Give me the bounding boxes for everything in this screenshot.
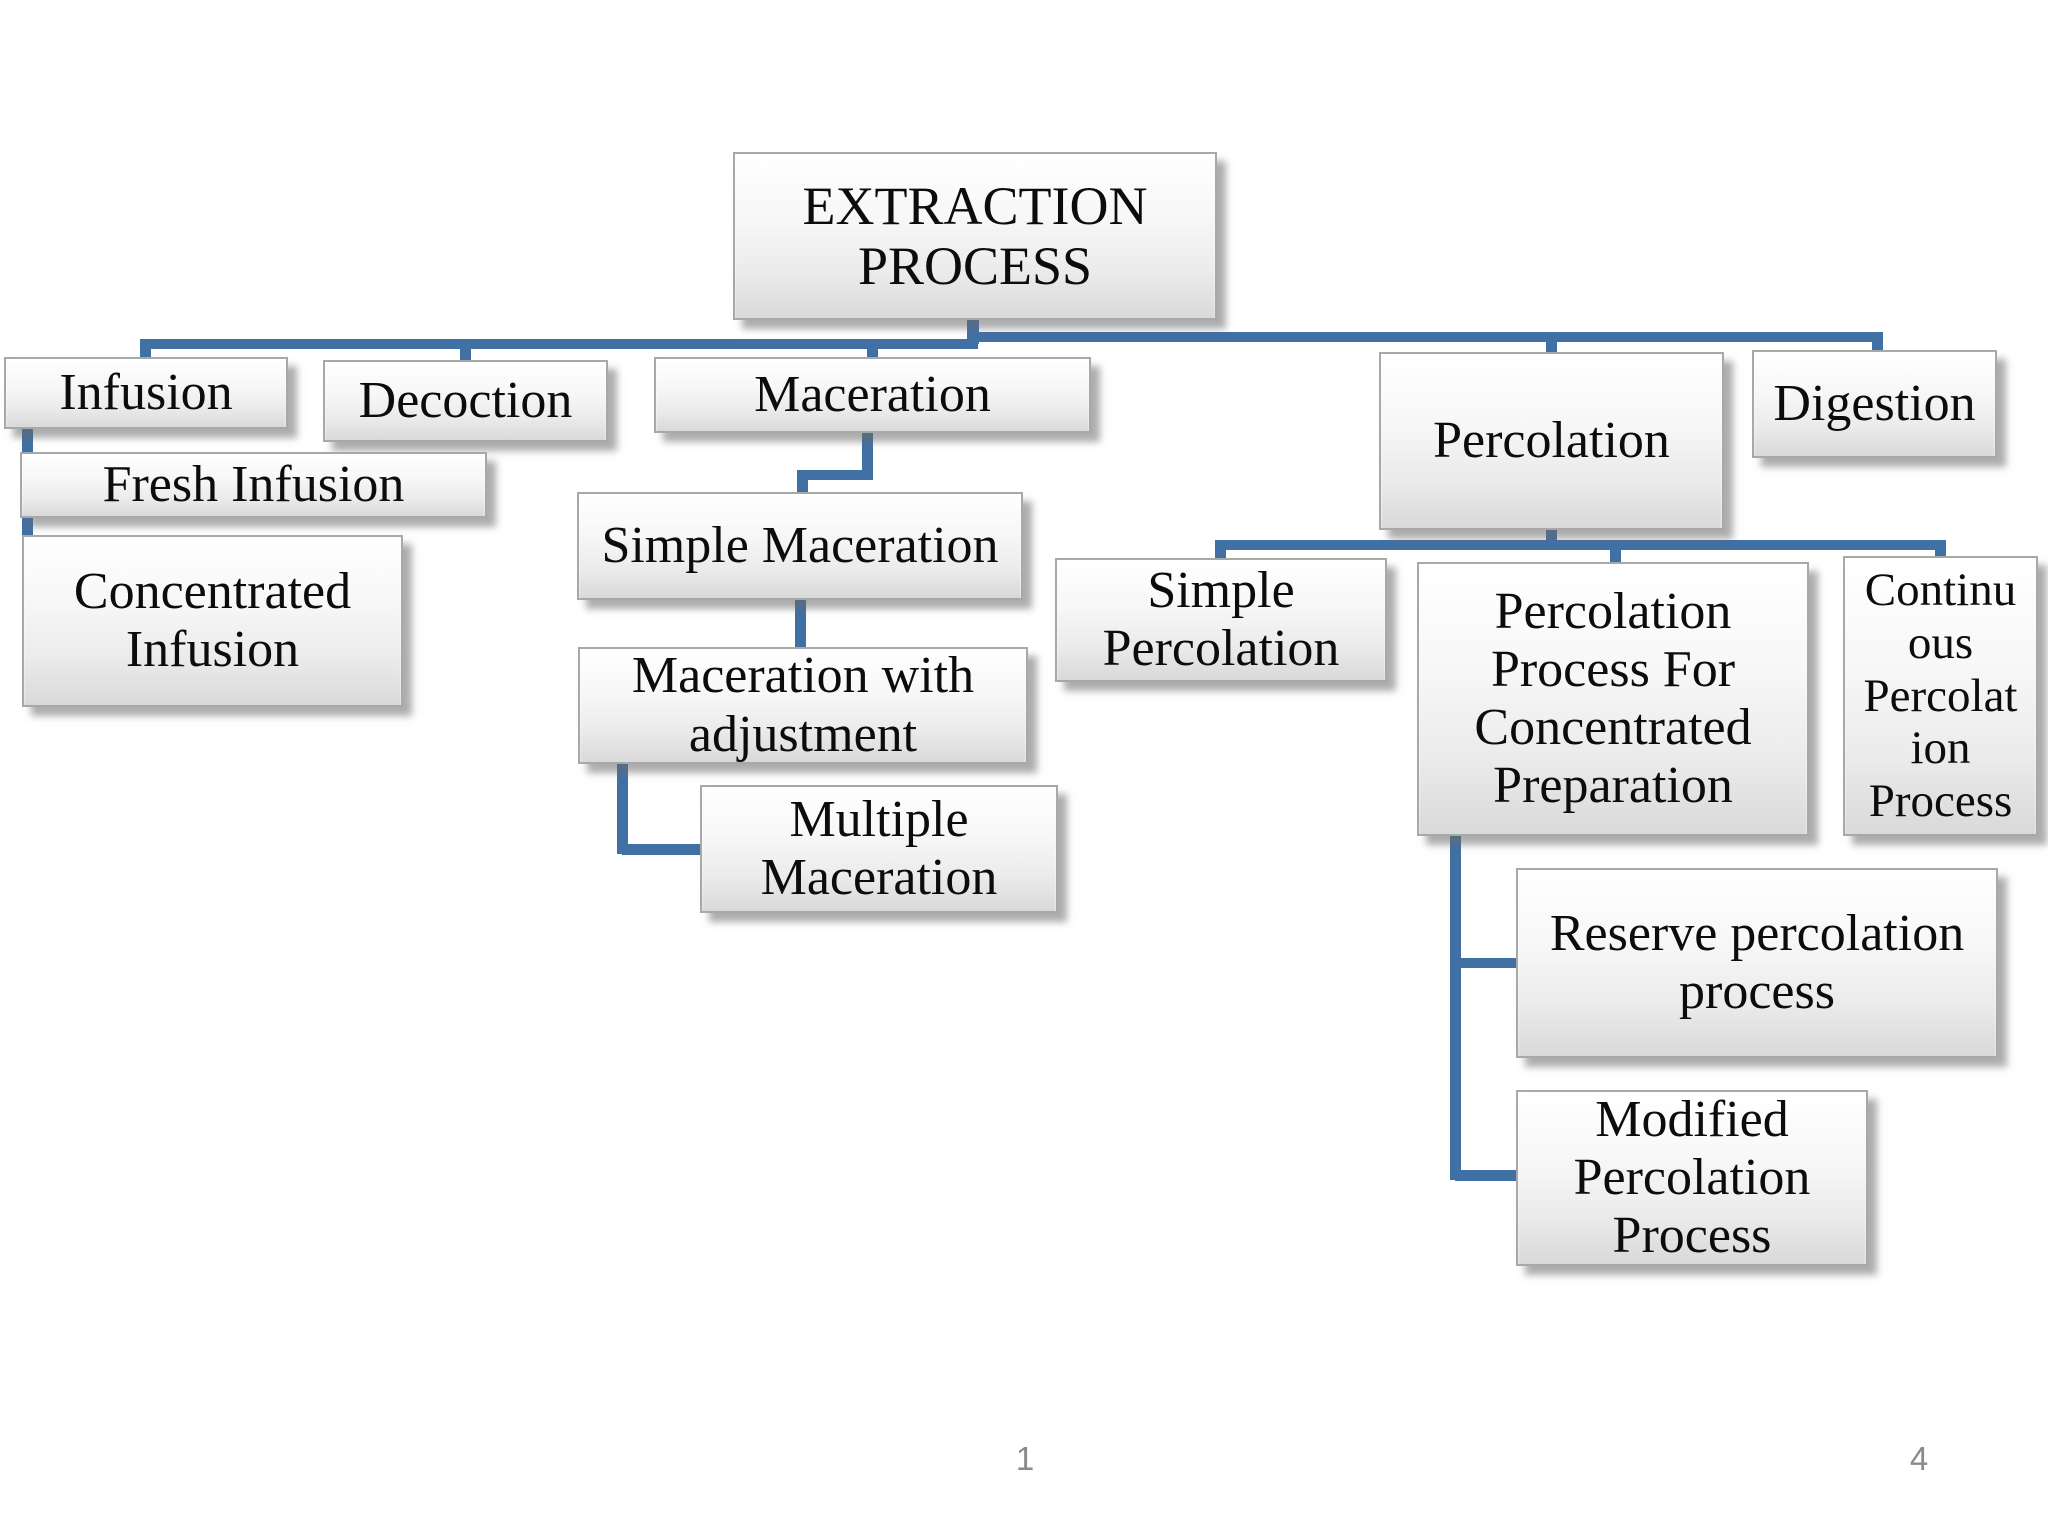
connector-stub-digestion (1872, 334, 1883, 354)
node-percolation-process-for-concentrated-preparation: Percolation Process For Concentrated Pre… (1417, 562, 1809, 836)
node-maceration-with-adjustment: Maceration with adjustment (578, 647, 1028, 764)
connector-simple-to-adjustment (795, 598, 806, 651)
connector-trunk-right (968, 332, 1883, 342)
node-multiple-maceration: Multiple Maceration (700, 785, 1058, 913)
node-modified-percolation-process: Modified Percolation Process (1516, 1090, 1868, 1266)
connector-stub-percolation (1546, 334, 1557, 356)
page-number-right: 4 (1909, 1440, 1929, 1477)
connector-stub-decoction (460, 340, 471, 364)
connector-adjustment-elbow-h (622, 844, 702, 855)
connector-stub-simple-percolation (1215, 546, 1226, 562)
node-maceration: Maceration (654, 357, 1091, 433)
connector-stub-modified (1455, 1170, 1520, 1181)
connector-stub-maceration (867, 341, 878, 361)
connector-percolation-stem (1546, 527, 1557, 545)
connector-trunk-left (145, 339, 978, 349)
connector-adjustment-elbow-v (617, 762, 628, 854)
node-percolation: Percolation (1379, 352, 1724, 530)
node-digestion: Digestion (1752, 350, 1997, 458)
node-infusion: Infusion (4, 357, 288, 429)
connector-maceration-elbow-h (797, 470, 873, 480)
node-concentrated-infusion: Concentrated Infusion (22, 535, 403, 707)
connector-stub-reserve (1455, 958, 1520, 968)
node-extraction-process: EXTRACTION PROCESS (733, 152, 1217, 320)
connector-stem-extraction (967, 316, 979, 344)
connector-infusion-rail (22, 427, 33, 625)
page-number-left: 1 (1015, 1440, 1035, 1477)
connector-stub-ppfcp (1610, 546, 1621, 566)
node-reserve-percolation-process: Reserve percolation process (1516, 868, 1998, 1058)
node-fresh-infusion: Fresh Infusion (20, 452, 487, 518)
connector-ppfcp-rail (1450, 834, 1461, 1180)
connector-percolation-trunk (1215, 540, 1946, 550)
node-simple-maceration: Simple Maceration (577, 492, 1023, 600)
connector-maceration-elbow-v (862, 430, 873, 480)
connector-stub-continuous (1935, 546, 1946, 560)
node-continuous-percolation-process: Continu ous Percolat ion Process (1843, 556, 2038, 836)
connector-stub-infusion (140, 339, 151, 361)
connector-maceration-elbow-down (797, 476, 808, 496)
node-decoction: Decoction (323, 360, 608, 442)
node-simple-percolation: Simple Percolation (1055, 558, 1387, 682)
